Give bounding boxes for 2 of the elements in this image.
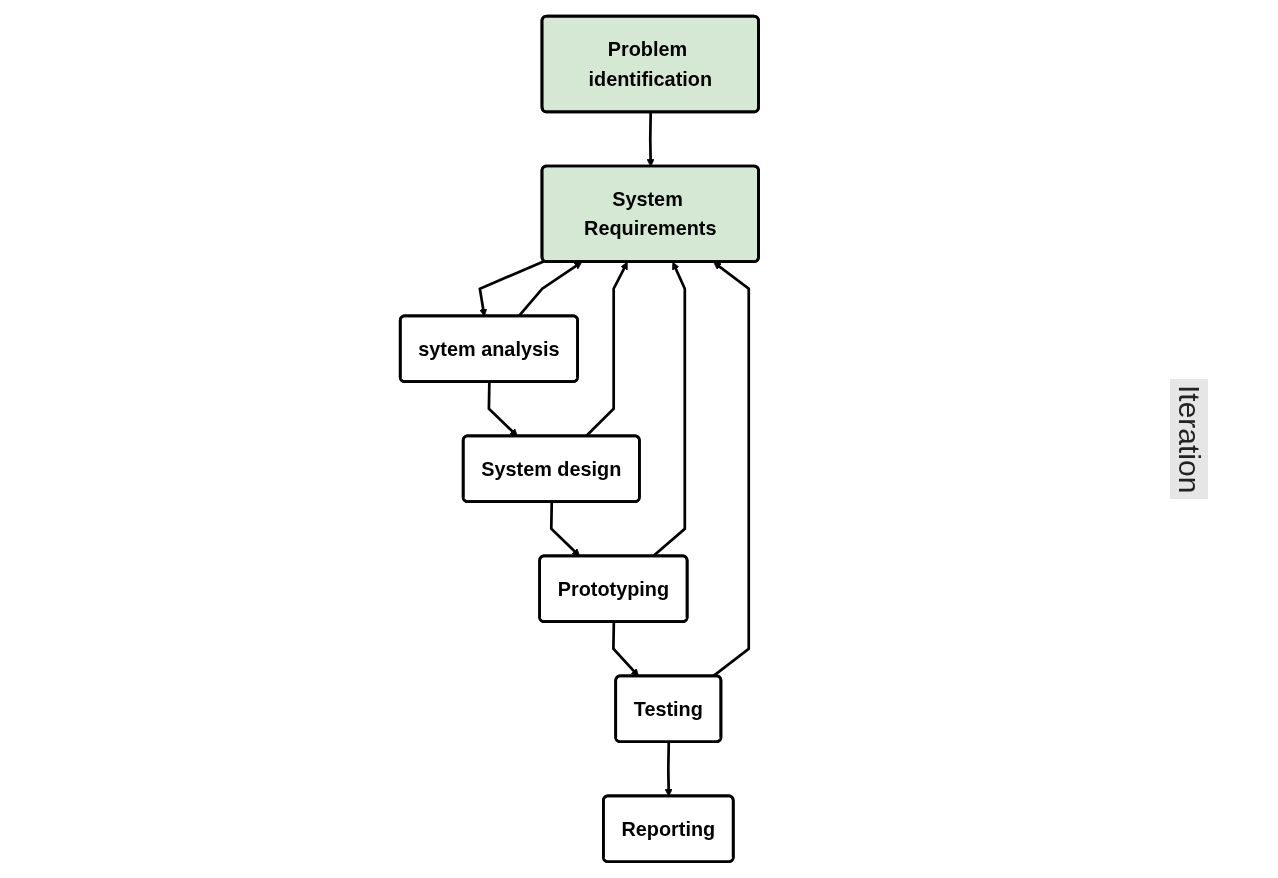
iteration-label: Iteration — [1170, 378, 1208, 500]
arrow — [646, 112, 655, 167]
